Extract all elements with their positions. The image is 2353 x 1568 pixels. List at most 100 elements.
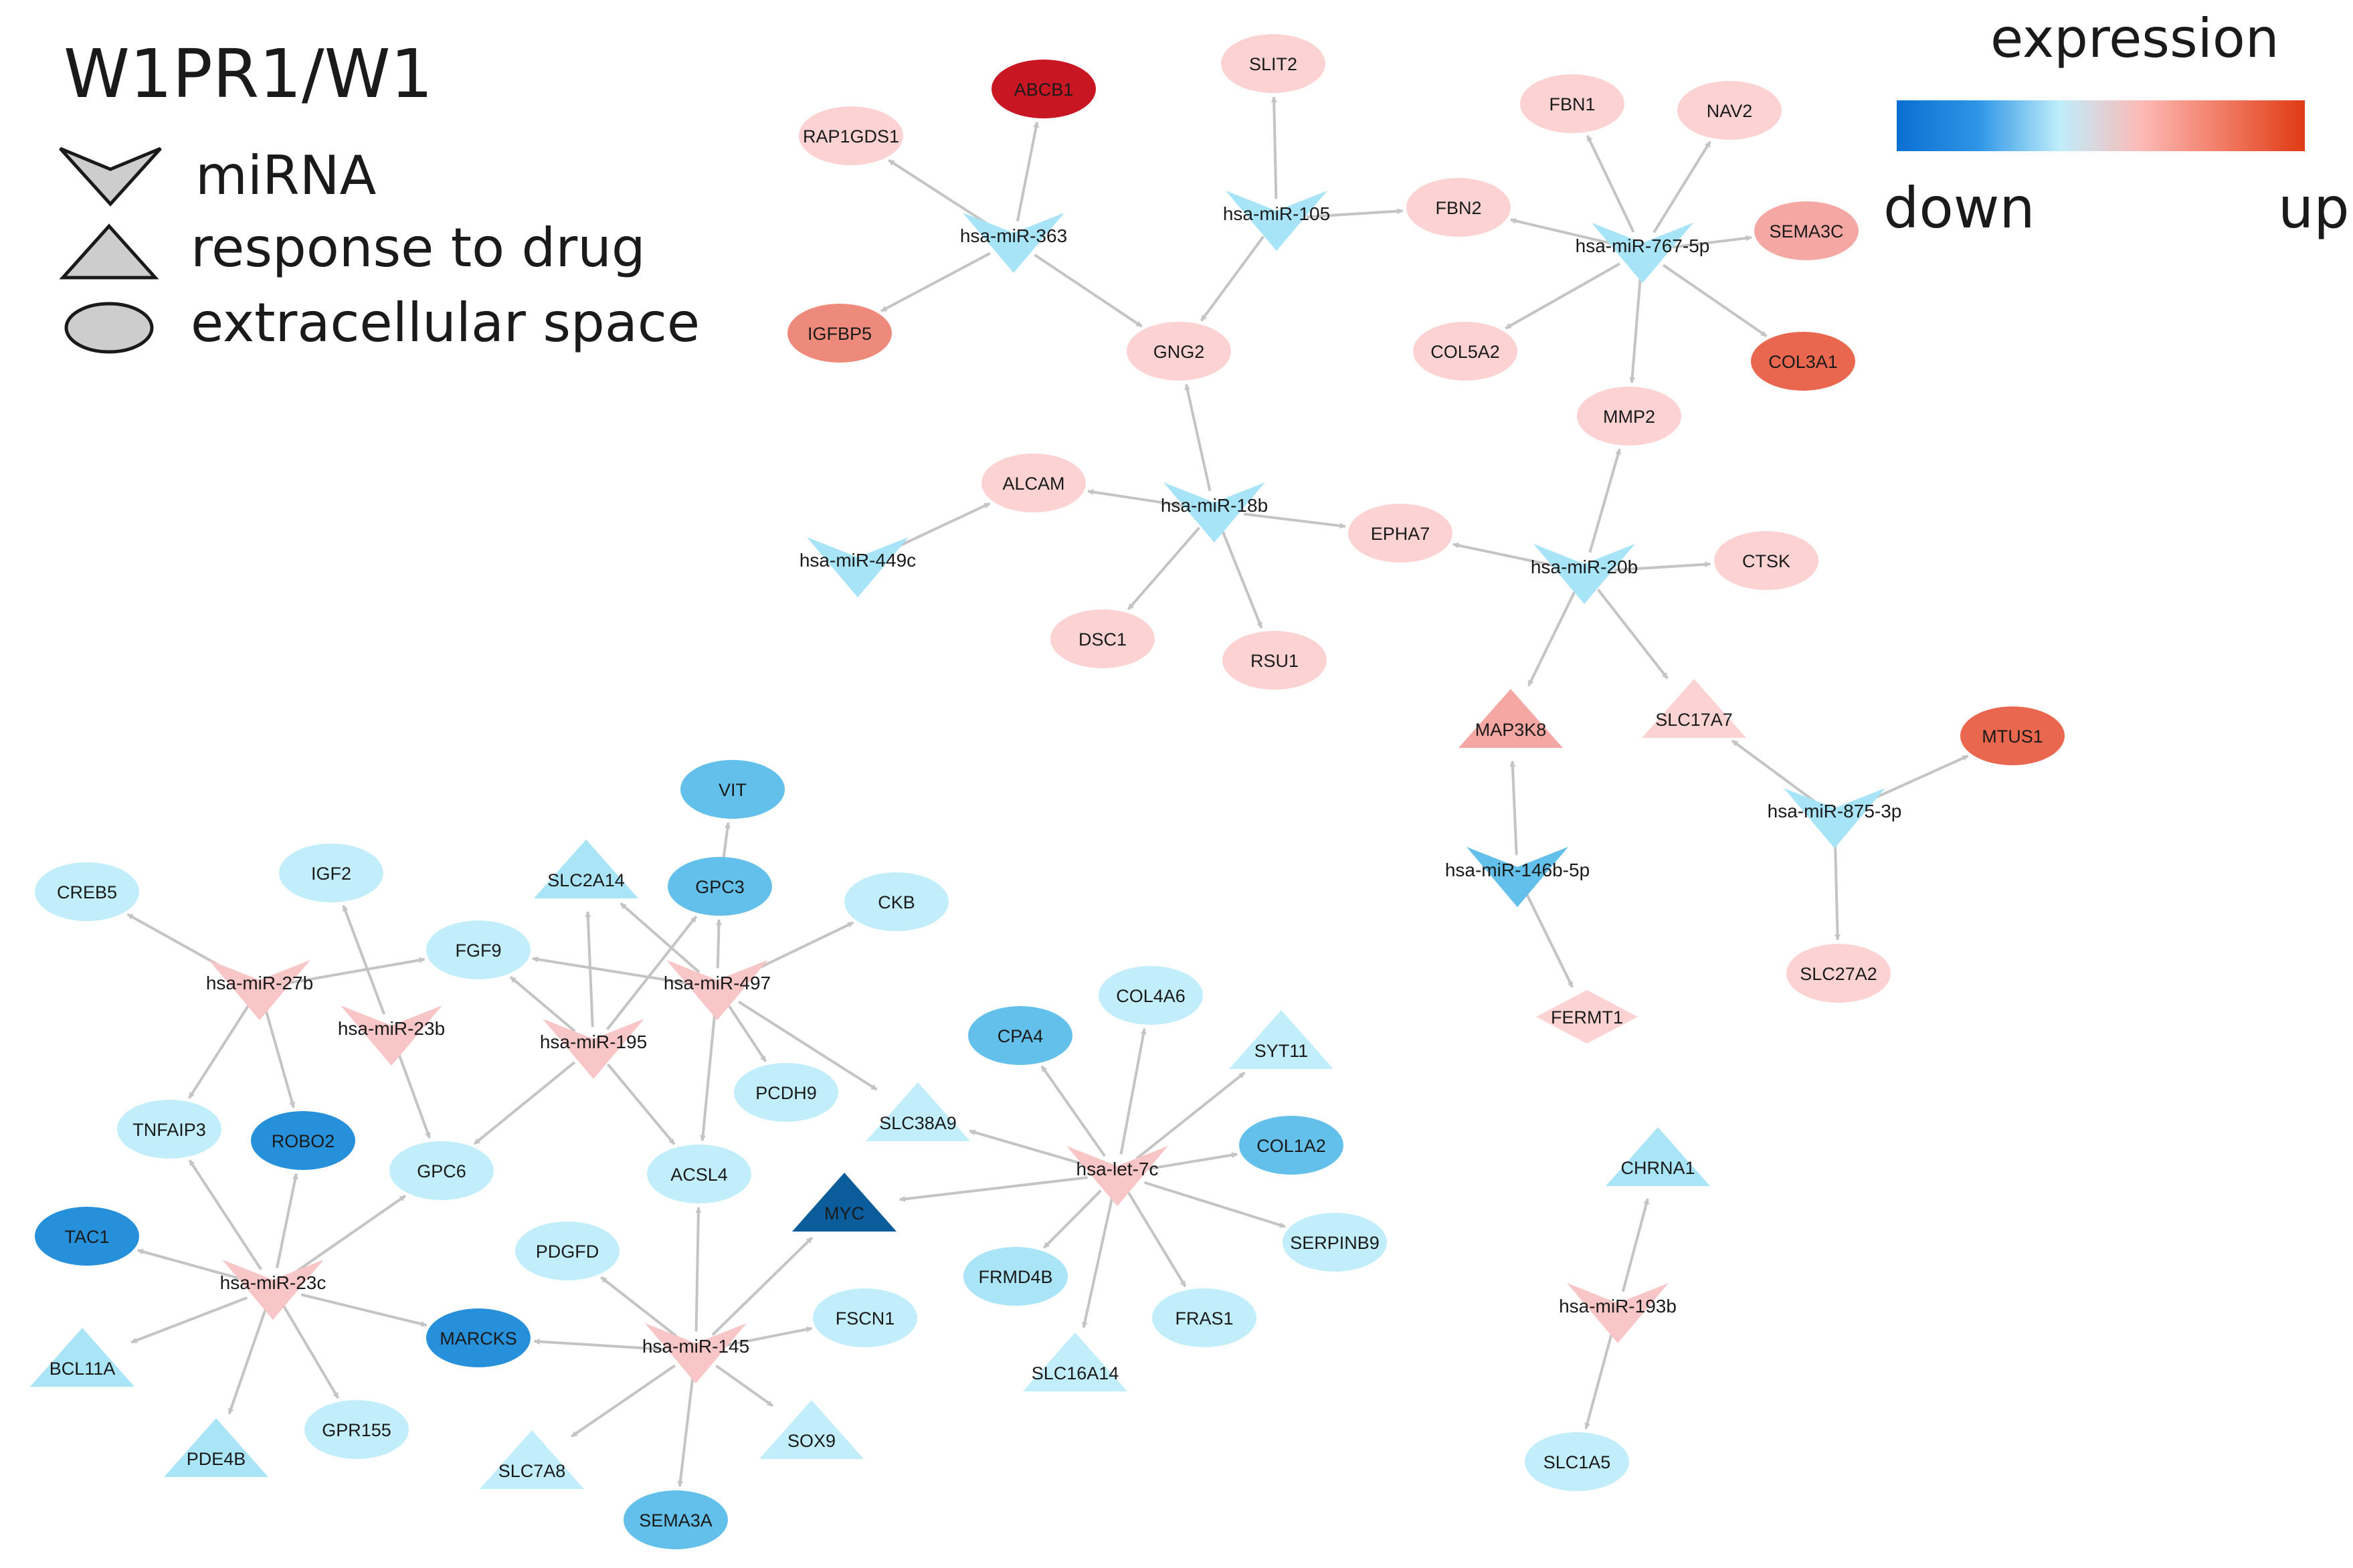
node-CKB[interactable]: CKB	[844, 872, 949, 931]
edge-mir497-SLC2A14	[620, 902, 700, 973]
node-DSC1[interactable]: DSC1	[1050, 609, 1155, 668]
node-shape-ellipse	[1520, 74, 1624, 133]
node-GPC6[interactable]: GPC6	[389, 1141, 494, 1200]
node-TNFAIP3[interactable]: TNFAIP3	[117, 1100, 221, 1159]
node-SYT11[interactable]: SYT11	[1229, 1010, 1333, 1069]
node-COL3A1[interactable]: COL3A1	[1751, 332, 1855, 391]
node-CPA4[interactable]: CPA4	[968, 1006, 1072, 1065]
node-label: hsa-miR-363	[960, 225, 1067, 246]
node-SEMA3A[interactable]: SEMA3A	[624, 1490, 728, 1549]
node-FBN1[interactable]: FBN1	[1520, 74, 1624, 133]
node-FERMT1[interactable]: FERMT1	[1536, 990, 1638, 1044]
node-PCDH9[interactable]: PCDH9	[734, 1063, 838, 1122]
node-mir27b[interactable]: hsa-miR-27b	[206, 960, 313, 1020]
node-label: FSCN1	[836, 1308, 895, 1329]
node-mir23b[interactable]: hsa-miR-23b	[338, 1005, 445, 1066]
node-SLIT2[interactable]: SLIT2	[1221, 34, 1325, 93]
node-shape-ellipse	[1677, 81, 1782, 140]
node-label: TNFAIP3	[132, 1120, 206, 1140]
node-GPR155[interactable]: GPR155	[304, 1400, 409, 1459]
node-ALCAM[interactable]: ALCAM	[981, 454, 1086, 512]
node-label: RSU1	[1250, 651, 1299, 671]
node-FSCN1[interactable]: FSCN1	[813, 1288, 917, 1347]
node-SERPINB9[interactable]: SERPINB9	[1283, 1213, 1387, 1272]
node-PDGFD[interactable]: PDGFD	[515, 1221, 620, 1280]
node-label: MARCKS	[440, 1329, 517, 1349]
node-PDE4B[interactable]: PDE4B	[164, 1418, 268, 1477]
node-IGF2[interactable]: IGF2	[279, 844, 383, 902]
shape-legend: miRNA response to drug extracellular spa…	[59, 144, 700, 354]
node-VIT[interactable]: VIT	[680, 760, 785, 819]
node-shape-mirna	[666, 960, 768, 1020]
node-MAP3K8[interactable]: MAP3K8	[1458, 689, 1563, 748]
node-SLC1A5[interactable]: SLC1A5	[1525, 1432, 1629, 1491]
node-ACSL4[interactable]: ACSL4	[647, 1145, 751, 1203]
node-mir7675p[interactable]: hsa-miR-767-5p	[1576, 223, 1710, 283]
node-mir18b[interactable]: hsa-miR-18b	[1161, 482, 1268, 543]
node-mir145[interactable]: hsa-miR-145	[642, 1323, 749, 1383]
node-label: CTSK	[1742, 551, 1790, 571]
node-BCL11A[interactable]: BCL11A	[30, 1328, 134, 1387]
node-MMP2[interactable]: MMP2	[1577, 387, 1681, 446]
node-RSU1[interactable]: RSU1	[1222, 631, 1327, 690]
node-TAC1[interactable]: TAC1	[35, 1207, 139, 1266]
node-SLC16A14[interactable]: SLC16A14	[1023, 1333, 1127, 1391]
node-COL5A2[interactable]: COL5A2	[1413, 322, 1517, 381]
node-shape-diamond	[1536, 990, 1638, 1044]
node-shape-ellipse	[389, 1141, 494, 1200]
node-mirlet7c[interactable]: hsa-let-7c	[1066, 1146, 1168, 1206]
node-SLC7A8[interactable]: SLC7A8	[480, 1430, 584, 1489]
node-mir363[interactable]: hsa-miR-363	[960, 213, 1067, 273]
node-mir449c[interactable]: hsa-miR-449c	[799, 537, 916, 597]
node-CHRNA1[interactable]: CHRNA1	[1606, 1127, 1710, 1186]
node-shape-triangle	[1606, 1127, 1710, 1186]
node-label: IGFBP5	[808, 324, 872, 344]
node-CREB5[interactable]: CREB5	[35, 862, 139, 921]
node-COL4A6[interactable]: COL4A6	[1099, 966, 1203, 1025]
node-SOX9[interactable]: SOX9	[759, 1400, 864, 1459]
edge-mir105-SLIT2	[1270, 96, 1278, 199]
node-mir105[interactable]: hsa-miR-105	[1223, 191, 1330, 251]
node-NAV2[interactable]: NAV2	[1677, 81, 1782, 140]
node-mir195[interactable]: hsa-miR-195	[540, 1019, 647, 1079]
node-label: COL3A1	[1768, 352, 1838, 372]
node-FRMD4B[interactable]: FRMD4B	[963, 1247, 1068, 1306]
edge-mir145-SLC7A8	[571, 1364, 676, 1438]
node-MARCKS[interactable]: MARCKS	[426, 1308, 531, 1367]
node-shape-ellipse	[1406, 178, 1511, 237]
node-CTSK[interactable]: CTSK	[1714, 531, 1818, 590]
node-SLC38A9[interactable]: SLC38A9	[866, 1082, 970, 1141]
edge-mir7675p-MMP2	[1629, 270, 1642, 383]
node-GPC3[interactable]: GPC3	[668, 857, 772, 916]
node-IGFBP5[interactable]: IGFBP5	[787, 304, 892, 363]
node-MYC[interactable]: MYC	[792, 1173, 897, 1232]
node-RAP1GDS1[interactable]: RAP1GDS1	[799, 106, 903, 165]
node-mir8753p[interactable]: hsa-miR-875-3p	[1768, 788, 1902, 848]
diagram-title: W1PR1/W1	[64, 35, 433, 113]
node-SLC27A2[interactable]: SLC27A2	[1786, 944, 1891, 1003]
node-SEMA3C[interactable]: SEMA3C	[1754, 201, 1859, 260]
node-label: COL4A6	[1116, 986, 1186, 1006]
node-mir23c[interactable]: hsa-miR-23c	[220, 1260, 326, 1320]
node-ABCB1[interactable]: ABCB1	[992, 60, 1096, 118]
node-FGF9[interactable]: FGF9	[426, 920, 531, 979]
node-FRAS1[interactable]: FRAS1	[1152, 1288, 1256, 1347]
node-EPHA7[interactable]: EPHA7	[1348, 504, 1452, 563]
node-FBN2[interactable]: FBN2	[1406, 178, 1511, 237]
node-COL1A2[interactable]: COL1A2	[1239, 1116, 1343, 1175]
node-mir497[interactable]: hsa-miR-497	[664, 960, 771, 1020]
node-mir193b[interactable]: hsa-miR-193b	[1559, 1283, 1677, 1343]
node-ROBO2[interactable]: ROBO2	[251, 1111, 355, 1170]
node-MTUS1[interactable]: MTUS1	[1960, 706, 2065, 765]
edge-mir145-MYC	[711, 1236, 814, 1336]
node-mir146b5p[interactable]: hsa-miR-146b-5p	[1445, 847, 1590, 907]
node-shape-ellipse	[117, 1100, 221, 1159]
node-SLC17A7[interactable]: SLC17A7	[1642, 679, 1746, 738]
edge-mirlet7c-SYT11	[1135, 1072, 1246, 1160]
node-SLC2A14[interactable]: SLC2A14	[534, 840, 638, 898]
node-mir20b[interactable]: hsa-miR-20b	[1531, 544, 1638, 604]
node-label: SEMA3A	[639, 1510, 713, 1531]
node-GNG2[interactable]: GNG2	[1127, 322, 1231, 381]
edge-mir497-PCDH9	[728, 1005, 767, 1062]
edge-mir363-IGFBP5	[880, 252, 992, 312]
